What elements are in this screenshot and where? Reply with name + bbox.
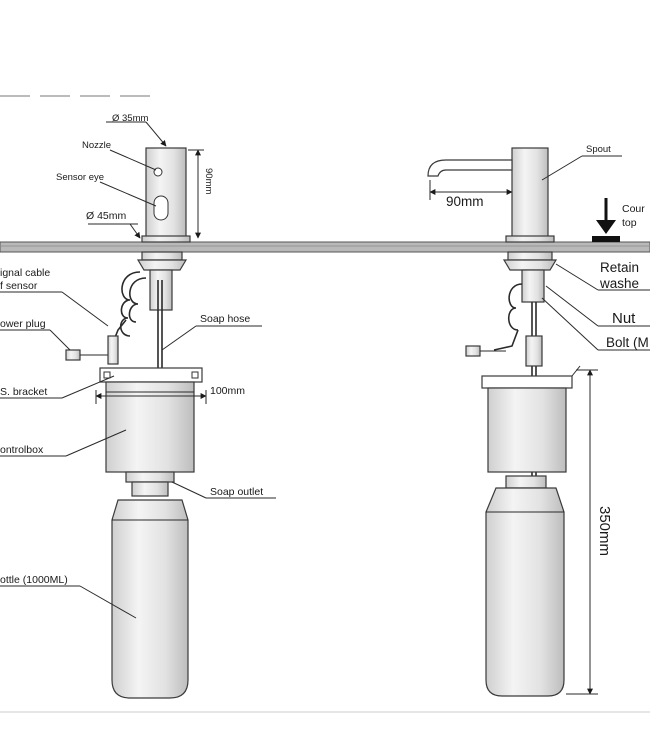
label-soap-outlet: Soap outlet: [210, 486, 263, 498]
left-power-plug: [65, 335, 119, 365]
right-spout-body: [505, 147, 555, 243]
label-counter-top-2: top: [622, 217, 637, 229]
nut-leader: [545, 285, 599, 327]
right-mount-nut: [502, 251, 558, 303]
left-bracket: [99, 367, 203, 383]
right-cable-coil: [493, 283, 523, 351]
left-sensor-head: [141, 147, 191, 243]
label-retaining-2: washe: [599, 276, 639, 291]
right-spout-arm: [427, 159, 513, 177]
counter-top: [0, 241, 650, 253]
label-dim-100: 100mm: [210, 385, 245, 397]
right-bottle: [485, 475, 565, 697]
label-sensor-eye: Sensor eye: [56, 172, 104, 183]
sensor-eye-leader: [99, 181, 157, 207]
label-bottle: ottle (1000ML): [0, 574, 68, 586]
label-dim-35: Ø 35mm: [112, 113, 149, 124]
label-signal-cable-2: f sensor: [0, 280, 38, 292]
label-dim-90-height: 90mm: [203, 168, 214, 194]
label-nut: Nut: [612, 310, 636, 327]
label-soap-hose: Soap hose: [200, 313, 250, 325]
left-mount-nut: [136, 251, 188, 311]
label-spout: Spout: [586, 144, 611, 155]
label-retaining-1: Retain: [600, 260, 639, 275]
label-power-plug: ower plug: [0, 318, 46, 330]
label-counter-top-1: Cour: [622, 203, 645, 215]
label-ss-bracket: S. bracket: [0, 386, 47, 398]
right-power-plug: [465, 345, 506, 357]
label-dim-350: 350mm: [596, 506, 613, 556]
label-dim-90-reach: 90mm: [446, 194, 484, 209]
label-controlbox: ontrolbox: [0, 444, 44, 456]
left-bottle: [111, 499, 189, 699]
label-nozzle: Nozzle: [82, 140, 111, 151]
label-bolt: Bolt (M: [606, 335, 649, 350]
nozzle-leader: [109, 149, 157, 171]
label-signal-cable-1: ignal cable: [0, 267, 50, 279]
right-bracket: [481, 365, 581, 389]
label-dim-45: Ø 45mm: [86, 210, 127, 222]
left-soap-outlet: [125, 471, 175, 497]
dim-35-leader: [145, 121, 167, 147]
counter-top-arrow: [592, 198, 620, 242]
right-control-box: [487, 387, 567, 473]
retaining-washer-leader: [555, 263, 599, 291]
bolt-leader: [541, 297, 599, 351]
